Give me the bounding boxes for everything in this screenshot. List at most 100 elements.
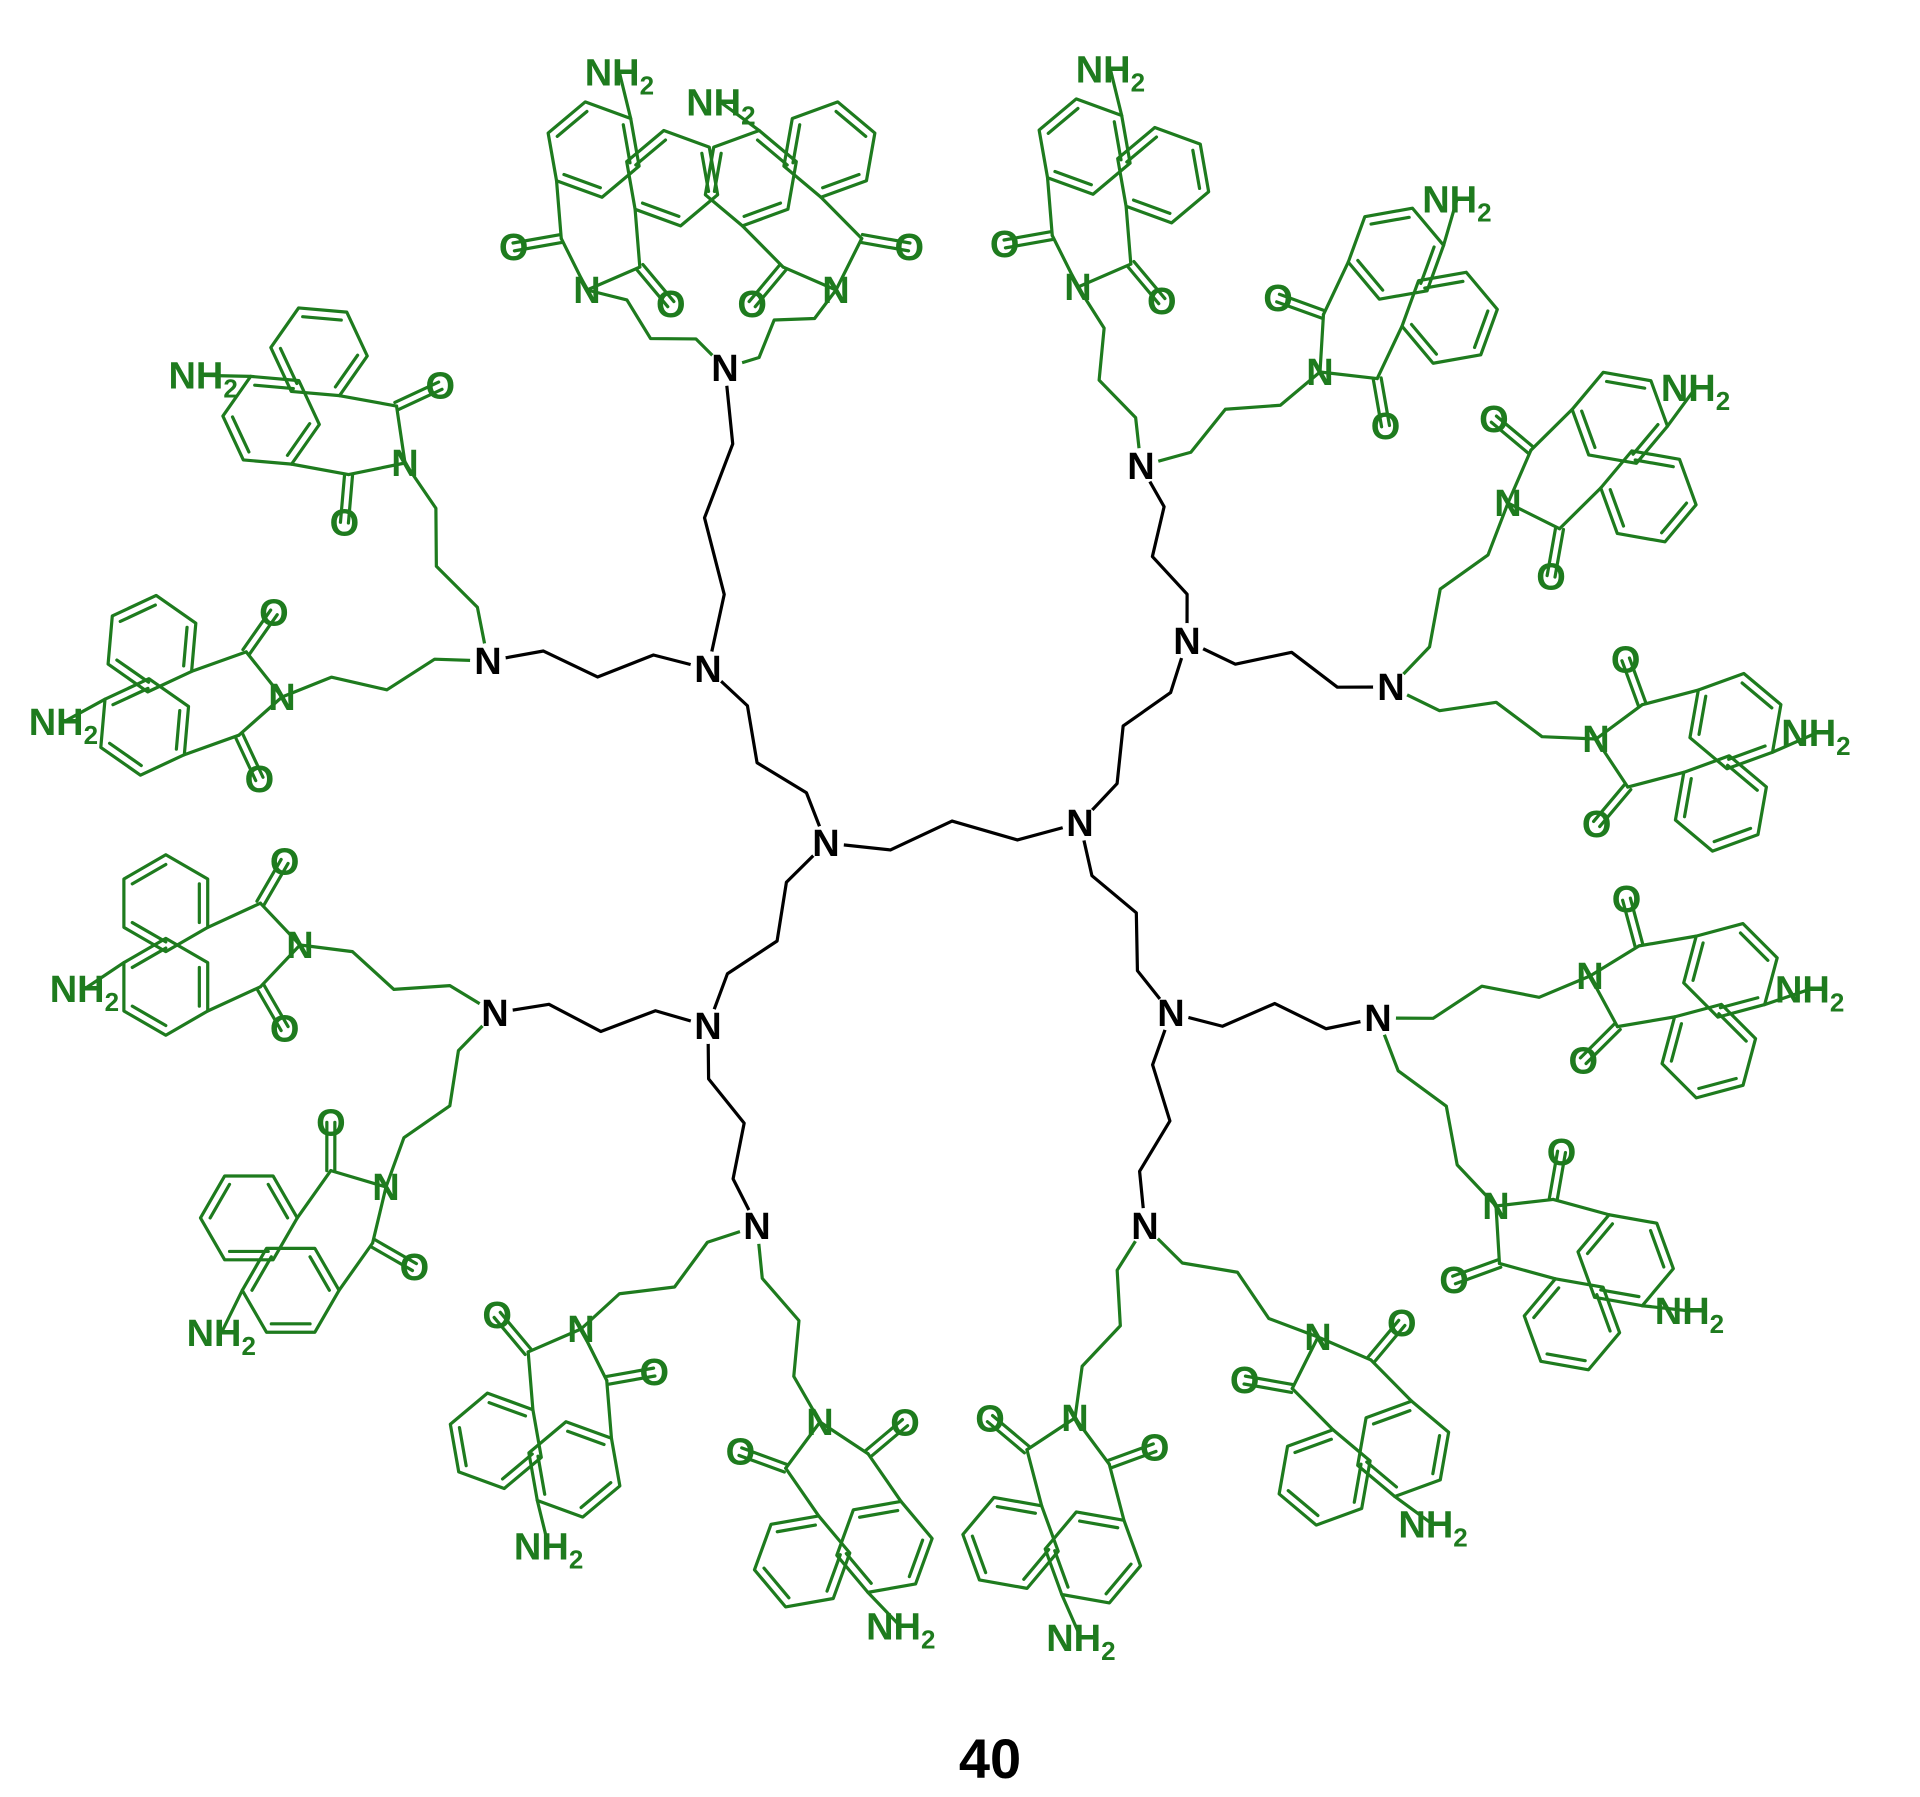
aromatic-ring xyxy=(1660,1002,1758,1100)
amine-label: NH2 xyxy=(1661,368,1730,416)
carbonyl-oxygen-label: O xyxy=(656,284,686,326)
double-bond xyxy=(1431,1433,1442,1476)
double-bond xyxy=(1419,245,1436,285)
double-bond xyxy=(1352,1462,1363,1504)
double-bond xyxy=(536,1454,547,1496)
propyl-chain xyxy=(1137,1011,1173,1228)
propyl-linker xyxy=(1376,1016,1498,1208)
double-bond xyxy=(230,415,251,454)
double-bond xyxy=(130,946,168,970)
imide-bond xyxy=(819,195,864,241)
carbonyl-bond xyxy=(1451,1258,1500,1278)
double-bond xyxy=(118,603,157,624)
imide-bond xyxy=(559,236,589,292)
carbonyl-bond xyxy=(990,1413,1032,1449)
imide-bond xyxy=(1369,1358,1414,1403)
amine-bond xyxy=(82,960,126,991)
imide-bond xyxy=(206,901,262,930)
aromatic-ring xyxy=(835,1499,934,1594)
carbonyl-bond xyxy=(369,1244,415,1273)
imide-bond xyxy=(1290,1335,1320,1391)
aromatic-ring xyxy=(99,677,191,777)
double-bond xyxy=(844,1552,873,1585)
propyl-linker xyxy=(298,943,497,1015)
carbonyl-bond xyxy=(985,1420,1026,1455)
imide-nitrogen-label: N xyxy=(822,270,849,312)
carbonyl-bond xyxy=(604,1366,656,1379)
core-nitrogen-label: N xyxy=(474,641,501,683)
propyl-chain xyxy=(824,819,1082,852)
carbonyl-bond xyxy=(1555,1150,1568,1202)
carbonyl-bond xyxy=(1371,377,1384,429)
imide-bond xyxy=(834,236,864,292)
double-bond xyxy=(857,1508,900,1519)
amine-bond xyxy=(1060,1592,1083,1640)
double-bond xyxy=(285,422,312,457)
carbonyl-oxygen-label: O xyxy=(895,227,925,269)
aromatic-ring xyxy=(1682,922,1779,1019)
double-bond xyxy=(1682,776,1693,819)
carbonyl-bond xyxy=(262,861,290,907)
imide-bond xyxy=(371,1185,388,1245)
double-bond xyxy=(1631,422,1660,456)
imide-bond xyxy=(1316,1335,1373,1362)
imide-bond xyxy=(605,1378,614,1440)
aromatic-ring xyxy=(752,1514,852,1609)
imide-bond xyxy=(1494,1197,1555,1208)
imide-nitrogen-label: N xyxy=(1306,352,1333,394)
carbonyl-bond xyxy=(863,1417,905,1453)
carbonyl-oxygen-label: O xyxy=(975,1399,1005,1441)
atom-halo xyxy=(1153,995,1189,1031)
double-bond xyxy=(907,1538,925,1579)
double-bond xyxy=(566,1429,606,1447)
aromatic-ring xyxy=(1570,370,1670,465)
core-nitrogen-label: N xyxy=(694,1006,721,1048)
carbonyl-bond xyxy=(1003,237,1055,250)
imide-bond xyxy=(295,1169,333,1220)
carbonyl-oxygen-label: O xyxy=(499,227,529,269)
propyl-linker xyxy=(280,657,490,699)
carbonyl-bond xyxy=(641,262,676,304)
imide-bond xyxy=(1318,312,1326,374)
double-bond xyxy=(130,862,168,886)
carbonyl-bond xyxy=(233,735,258,783)
aromatic-ring xyxy=(1356,1399,1451,1499)
imide-nitrogen-label: N xyxy=(286,925,313,967)
imide-bond xyxy=(740,224,785,269)
imide-bond xyxy=(1494,1204,1502,1266)
carbonyl-oxygen-label: O xyxy=(1568,1041,1598,1083)
naphthalimide-units: NOONH2NOONH2NOONH2NOONH2NOONH2NOONH2NOON… xyxy=(29,49,1851,1666)
carbonyl-bond xyxy=(396,387,444,412)
double-bond xyxy=(333,353,360,389)
carbonyl-oxygen-label: O xyxy=(1582,804,1612,846)
aromatic-ring xyxy=(1400,270,1499,365)
imide-nitrogen-label: N xyxy=(1064,267,1091,309)
carbonyl-bond xyxy=(1132,259,1167,301)
double-bond xyxy=(1409,322,1439,356)
amine-bond xyxy=(1108,67,1124,118)
carbonyl-bond xyxy=(346,473,355,525)
double-bond xyxy=(253,383,295,391)
aromatic-ring xyxy=(1522,1277,1622,1372)
atom-halo xyxy=(1373,669,1409,705)
carbonyl-bond xyxy=(1598,788,1633,829)
imide-bond xyxy=(784,1420,822,1470)
double-bond xyxy=(1022,1548,1051,1581)
carbonyl-oxygen-label: O xyxy=(640,1352,670,1394)
imide-bond xyxy=(1321,260,1350,317)
imide-bond xyxy=(1506,448,1533,505)
imide-bond xyxy=(329,1169,388,1189)
atom-halo xyxy=(1169,623,1205,659)
carbonyl-bond xyxy=(1494,414,1536,449)
carbonyl-bond xyxy=(1627,656,1648,705)
carbonyl-bond xyxy=(255,857,283,903)
double-bond xyxy=(1369,215,1411,226)
carbonyl-oxygen-label: O xyxy=(1479,399,1509,441)
double-bond xyxy=(1191,148,1202,191)
double-bond xyxy=(995,1504,1038,1515)
double-bond xyxy=(111,686,150,707)
